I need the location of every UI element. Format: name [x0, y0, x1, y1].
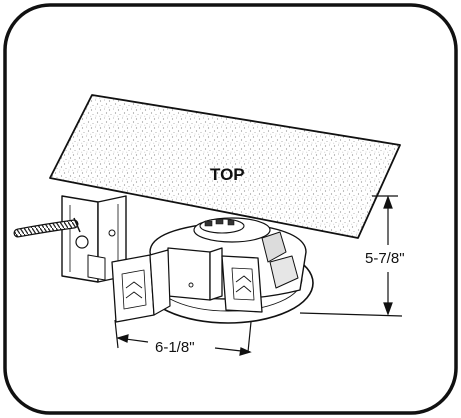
height-dimension-label: 5-7/8": [365, 250, 405, 267]
knockout-icon: [75, 235, 89, 249]
top-label: TOP: [210, 165, 245, 184]
armored-cable: [13, 217, 81, 238]
fixture-housing: [111, 217, 314, 324]
width-dimension: [114, 319, 252, 356]
height-dimension: [299, 195, 403, 317]
knockout-icon-small: [108, 229, 116, 237]
width-dimension-label: 6-1/8": [155, 339, 195, 356]
ceiling-plane: [49, 94, 401, 239]
